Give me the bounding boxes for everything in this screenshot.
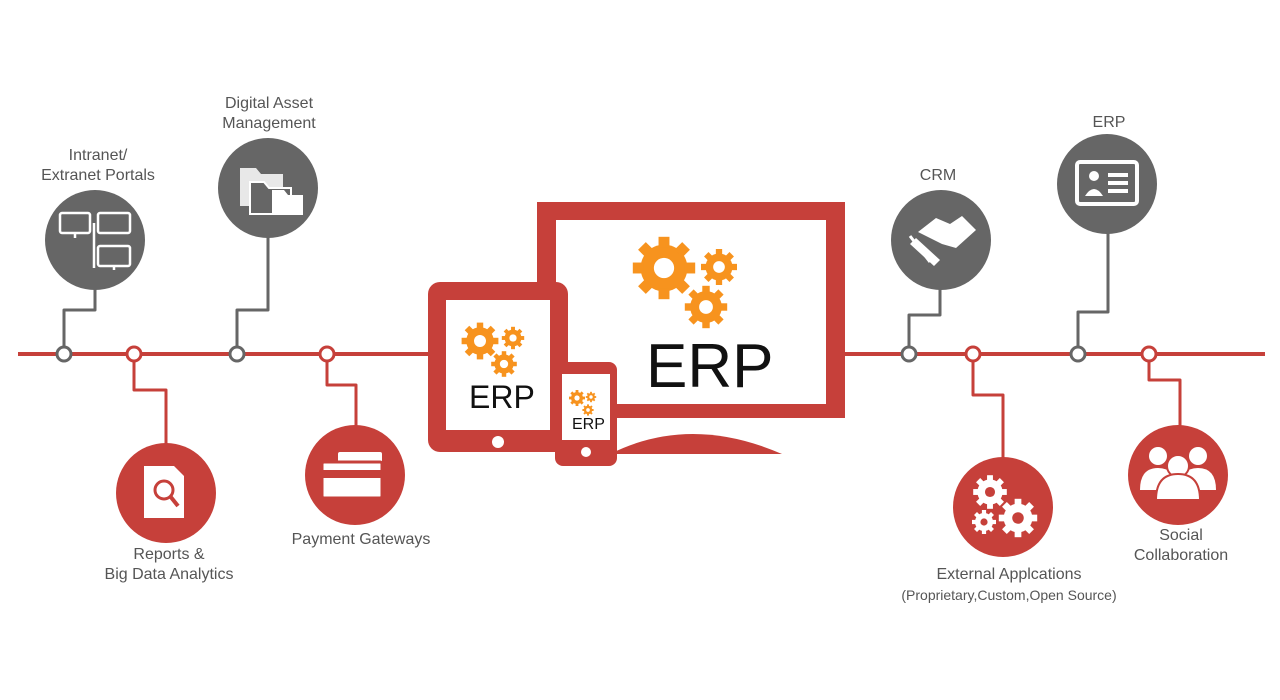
document-search-icon bbox=[144, 466, 184, 518]
label-external: External Applcations (Proprietary,Custom… bbox=[901, 566, 1117, 603]
dot-erp bbox=[1069, 345, 1087, 363]
tablet-erp-label: ERP bbox=[469, 379, 535, 415]
dot-external bbox=[964, 345, 982, 363]
dot-reports bbox=[125, 345, 143, 363]
connector-payment bbox=[325, 362, 358, 428]
dot-payment bbox=[318, 345, 336, 363]
monitor-erp-label: ERP bbox=[646, 332, 774, 401]
label-crm: CRM bbox=[919, 167, 957, 184]
id-card-icon bbox=[1075, 160, 1139, 206]
phone-home-button bbox=[581, 447, 591, 457]
dot-crm bbox=[900, 345, 918, 363]
label-erp: ERP bbox=[1092, 114, 1126, 131]
label-payment: Payment Gateways bbox=[291, 531, 431, 548]
connector-social bbox=[1147, 362, 1182, 428]
label-reports: Reports & Big Data Analytics bbox=[104, 546, 234, 583]
cards-icon bbox=[320, 452, 384, 500]
handshake-icon bbox=[908, 216, 976, 266]
monitors-icon bbox=[58, 211, 132, 270]
connector-erp bbox=[1076, 230, 1110, 346]
monitor-stand bbox=[610, 434, 782, 454]
node-erp bbox=[1057, 134, 1157, 234]
connector-reports bbox=[132, 362, 168, 447]
connector-crm bbox=[907, 285, 942, 346]
tablet-home-button bbox=[492, 436, 504, 448]
label-dam: Digital Asset Management bbox=[222, 95, 316, 132]
dot-intranet bbox=[55, 345, 73, 363]
dot-dam bbox=[228, 345, 246, 363]
connector-intranet bbox=[62, 285, 97, 346]
phone-erp-label: ERP bbox=[572, 416, 605, 433]
label-intranet: Intranet/ Extranet Portals bbox=[41, 147, 155, 184]
connector-dam bbox=[235, 232, 270, 346]
connector-external bbox=[971, 362, 1005, 460]
people-icon bbox=[1140, 447, 1216, 501]
folders-icon bbox=[240, 168, 303, 215]
label-social: Social Collaboration bbox=[1133, 527, 1229, 564]
dot-social bbox=[1140, 345, 1158, 363]
